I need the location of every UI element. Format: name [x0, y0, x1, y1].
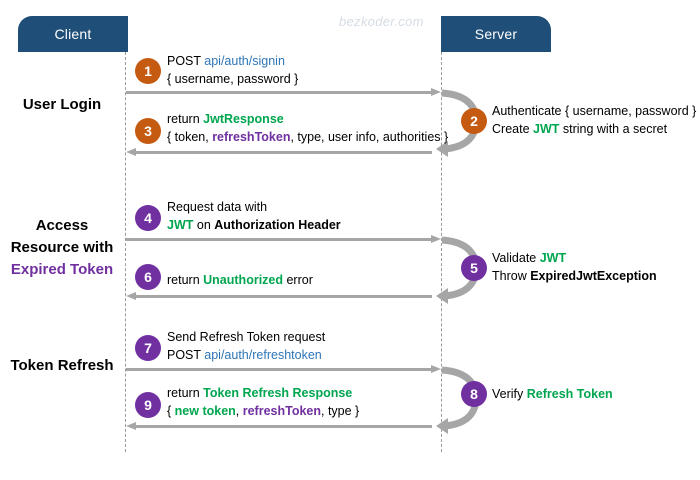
step-line: return Unauthorized error [167, 273, 313, 287]
step-line: return Token Refresh Response [167, 386, 353, 400]
arrow-step-4-request [126, 235, 441, 243]
actor-label-client: Client [54, 26, 92, 42]
phase-line: Access [35, 217, 89, 234]
step-text-8: Verify Refresh Token [492, 386, 613, 404]
actor-header-server: Server [441, 16, 551, 52]
phase-label-access-resource: Access Resource with Expired Token [0, 215, 124, 280]
arrow-head [126, 292, 136, 300]
step-line: Send Refresh Token request [167, 330, 326, 344]
endpoint-path: api/auth/refreshtoken [204, 347, 322, 362]
keyword-refreshtoken: refreshToken [212, 129, 291, 144]
step-text-1: POST api/auth/signin { username, passwor… [167, 53, 298, 89]
phase-line: Token [10, 357, 54, 374]
keyword-jwt: JWT [533, 121, 560, 136]
keyword-jwt: JWT [539, 251, 567, 265]
keyword-jwtresponse: JwtResponse [203, 112, 284, 126]
step-line: Validate JWT [492, 251, 567, 265]
step-line: Create JWT string with a secret [492, 121, 668, 136]
step-text-2: Authenticate { username, password } Crea… [492, 103, 696, 139]
actor-label-server: Server [474, 26, 518, 42]
keyword-refresh-token: Refresh Token [526, 387, 613, 401]
step-number: 1 [144, 63, 152, 79]
arrow-head [126, 422, 136, 430]
step-line: POST api/auth/signin [167, 54, 285, 68]
step-text-7: Send Refresh Token request POST api/auth… [167, 329, 325, 365]
step-badge-2: 2 [461, 108, 487, 134]
step-text-9: return Token Refresh Response { new toke… [167, 385, 359, 421]
step-number: 4 [144, 210, 152, 226]
phase-line: Login [60, 96, 102, 113]
keyword-new-token: new token [174, 403, 236, 418]
step-badge-1: 1 [135, 58, 161, 84]
lifeline-client [125, 52, 126, 452]
keyword-expiredjwtexception: ExpiredJwtException [530, 268, 657, 283]
step-number: 8 [470, 386, 478, 402]
arrow-shaft [126, 238, 432, 241]
step-line: { username, password } [167, 71, 299, 86]
step-line: POST api/auth/refreshtoken [167, 347, 322, 362]
arrow-head [431, 235, 441, 243]
step-line: JWT on Authorization Header [167, 217, 341, 232]
step-line: Throw ExpiredJwtException [492, 268, 657, 283]
step-badge-5: 5 [461, 255, 487, 281]
arrow-head [431, 365, 441, 373]
keyword-unauthorized: Unauthorized [203, 273, 283, 287]
arrow-shaft [126, 368, 432, 371]
step-badge-6: 6 [135, 264, 161, 290]
arrow-shaft [135, 151, 432, 154]
arrow-shaft [135, 425, 432, 428]
arrow-head [431, 88, 441, 96]
arrow-step-7-request [126, 365, 441, 373]
step-badge-9: 9 [135, 392, 161, 418]
step-text-6: return Unauthorized error [167, 272, 313, 290]
step-text-4: Request data with JWT on Authorization H… [167, 199, 341, 235]
keyword-authorization-header: Authorization Header [214, 217, 341, 232]
step-number: 7 [144, 340, 152, 356]
keyword-token-refresh-response: Token Refresh Response [203, 386, 353, 400]
step-line: Authenticate { username, password } [492, 104, 697, 118]
arrow-step-9-response [126, 422, 432, 430]
step-badge-3: 3 [135, 118, 161, 144]
step-number: 9 [144, 397, 152, 413]
arrow-step-3-response [126, 148, 432, 156]
phase-line-accent: Expired Token [10, 260, 114, 278]
phase-line: with [83, 238, 114, 256]
keyword-jwt: JWT [167, 217, 194, 232]
arrow-step-6-response [126, 292, 432, 300]
actor-header-client: Client [18, 16, 128, 52]
step-text-5: Validate JWT Throw ExpiredJwtException [492, 250, 657, 286]
step-badge-7: 7 [135, 335, 161, 361]
phase-line: User [22, 96, 57, 113]
step-number: 5 [470, 260, 478, 276]
step-line: Request data with [167, 200, 268, 214]
step-number: 3 [144, 123, 152, 139]
lifeline-server [441, 52, 442, 452]
arrow-shaft [135, 295, 432, 298]
phase-line: Refresh [57, 357, 114, 374]
step-badge-4: 4 [135, 205, 161, 231]
step-number: 6 [144, 269, 152, 285]
step-line: { new token, refreshToken, type } [167, 403, 360, 418]
step-badge-8: 8 [461, 381, 487, 407]
arrow-step-1-request [126, 88, 441, 96]
watermark: bezkoder.com [339, 14, 424, 29]
step-text-3: return JwtResponse { token, refreshToken… [167, 111, 448, 147]
step-line: return JwtResponse [167, 112, 284, 126]
phase-label-token-refresh: Token Refresh [0, 355, 124, 377]
arrow-shaft [126, 91, 432, 94]
arrow-head [126, 148, 136, 156]
phase-line: Resource [10, 238, 80, 256]
step-line: { token, refreshToken, type, user info, … [167, 129, 449, 144]
endpoint-path: api/auth/signin [204, 54, 285, 68]
keyword-refreshtoken: refreshToken [242, 403, 321, 418]
step-number: 2 [470, 113, 478, 129]
phase-label-user-login: User Login [0, 94, 124, 116]
step-line: Verify Refresh Token [492, 387, 613, 401]
